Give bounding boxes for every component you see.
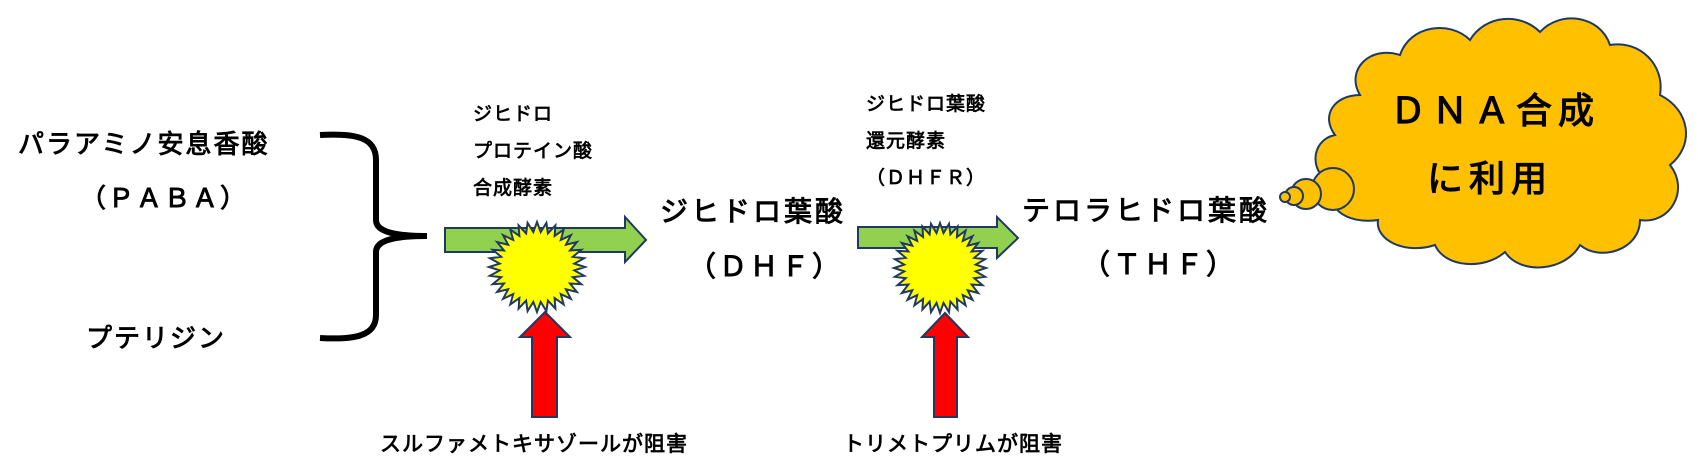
- thought-cloud: [1279, 17, 1687, 269]
- cloud-text-line-2: に利用: [1426, 159, 1553, 200]
- enzyme-1-line-2: プロテイン酸: [473, 140, 594, 162]
- merge-brace: [319, 131, 428, 342]
- cloud-text-line-1: ＤＮＡ合成: [1390, 91, 1601, 132]
- dhf-name: ジヒドロ葉酸: [660, 195, 847, 228]
- thf-abbr: （ＴＨＦ）: [1082, 248, 1238, 281]
- enzyme-starburst-1: [485, 219, 589, 315]
- enzyme-2-line-2: 還元酵素: [866, 130, 947, 152]
- enzyme-label-1: ジヒドロ プロテイン酸 合成酵素: [473, 96, 593, 207]
- enzyme-label-2: ジヒドロ葉酸 還元酵素 （ＤＨＦＲ）: [866, 86, 986, 197]
- thought-bubble-tiny: [1279, 191, 1291, 203]
- enzyme-starburst-2: [890, 219, 990, 317]
- inhibitor-label-2: トリメトプリムが阻害: [843, 432, 1063, 456]
- dhf-abbr: （ＤＨＦ）: [688, 250, 844, 283]
- inhibitor-label-1: スルファメトキサゾールが阻害: [380, 432, 688, 456]
- enzyme-2-line-1: ジヒドロ葉酸: [866, 93, 987, 115]
- thf-name: テロラヒドロ葉酸: [1022, 194, 1271, 227]
- enzyme-1-line-1: ジヒドロ: [473, 103, 554, 125]
- pteridine-name: プテリジン: [86, 324, 227, 354]
- paba-abbr: （ＰＡＢＡ）: [80, 184, 249, 214]
- inhibition-arrow-1: [517, 310, 573, 418]
- paba-name: パラアミノ安息香酸: [18, 130, 270, 160]
- enzyme-2-line-3: （ＤＨＦＲ）: [866, 167, 987, 189]
- enzyme-1-line-3: 合成酵素: [473, 177, 554, 199]
- inhibition-arrow-2: [919, 311, 971, 418]
